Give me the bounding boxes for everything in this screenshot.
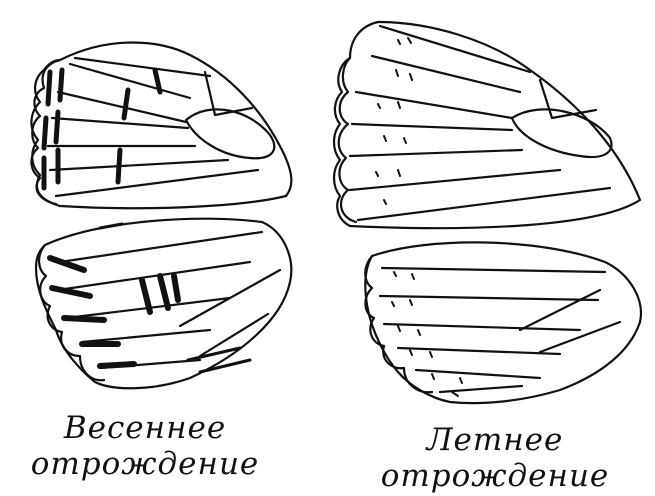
spring-forewing [31, 43, 291, 209]
summer-hindwing [365, 242, 641, 403]
spring-hindwing [36, 219, 291, 389]
spring-caption: Весеннее отрождение [20, 410, 270, 482]
spring-caption-line1: Весеннее [20, 410, 270, 446]
summer-caption-line1: Летнее [360, 422, 630, 458]
summer-forewing [334, 22, 640, 228]
summer-caption-line2: отрождение [360, 458, 630, 494]
summer-caption: Летнее отрождение [360, 422, 630, 494]
spring-caption-line2: отрождение [20, 446, 270, 482]
